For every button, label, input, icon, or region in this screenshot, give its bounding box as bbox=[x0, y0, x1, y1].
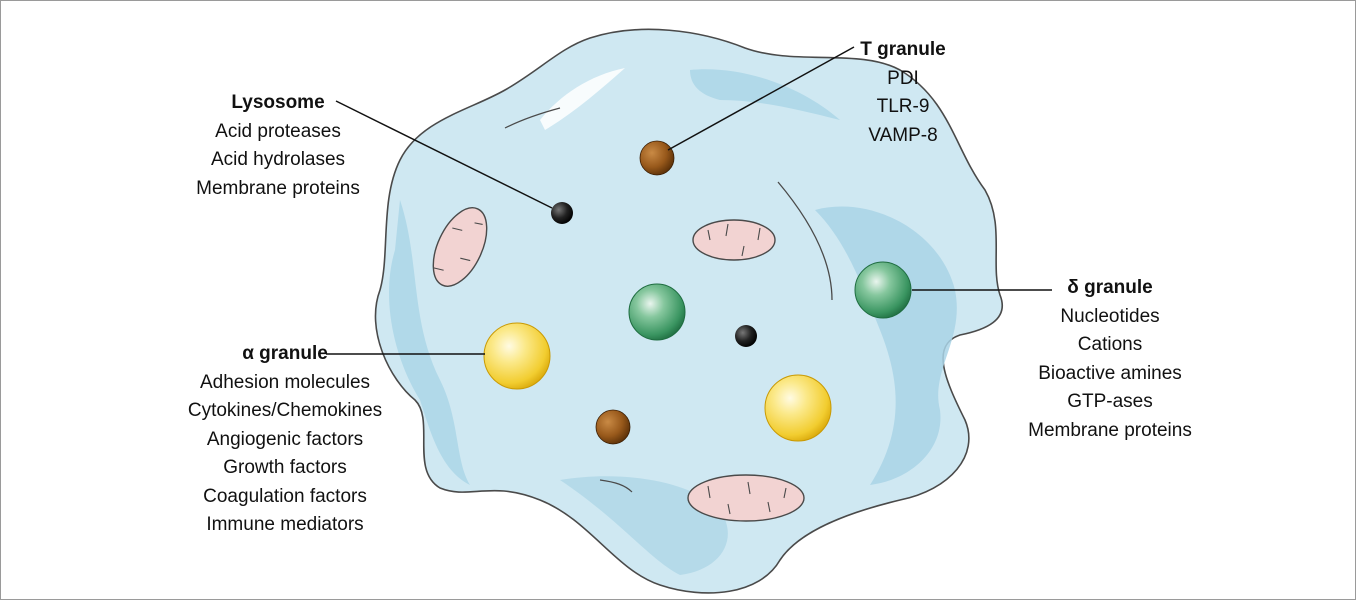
lysosome-top bbox=[551, 202, 573, 224]
delta-granule-item: GTP-ases bbox=[990, 388, 1230, 417]
alpha-granule-item: Coagulation factors bbox=[135, 483, 435, 512]
delta-granule-title: δ granule bbox=[990, 274, 1230, 303]
alpha-granule-item: Cytokines/Chemokines bbox=[135, 397, 435, 426]
alpha-granule-title: α granule bbox=[135, 340, 435, 369]
alpha-granule-right bbox=[765, 375, 831, 441]
delta-granule-item: Cations bbox=[990, 331, 1230, 360]
delta-granule-right bbox=[855, 262, 911, 318]
lysosome-item: Acid hydrolases bbox=[148, 146, 408, 175]
delta-granule-center bbox=[629, 284, 685, 340]
delta-granule-item: Membrane proteins bbox=[990, 417, 1230, 446]
alpha-granule-item: Growth factors bbox=[135, 454, 435, 483]
alpha-granule-item: Angiogenic factors bbox=[135, 426, 435, 455]
t-granule-title: T granule bbox=[793, 36, 1013, 65]
alpha-granule-item: Adhesion molecules bbox=[135, 369, 435, 398]
alpha-granule-item: Immune mediators bbox=[135, 511, 435, 540]
alpha-granule-left bbox=[484, 323, 550, 389]
t-granule-item: PDI bbox=[793, 65, 1013, 94]
delta-granule-item: Bioactive amines bbox=[990, 360, 1230, 389]
delta-granule-item: Nucleotides bbox=[990, 303, 1230, 332]
delta-granule-label: δ granule Nucleotides Cations Bioactive … bbox=[990, 274, 1230, 445]
t-granule-bottom bbox=[596, 410, 630, 444]
mitochondrion-bottom bbox=[688, 475, 804, 521]
lysosome-center bbox=[735, 325, 757, 347]
lysosome-label: Lysosome Acid proteases Acid hydrolases … bbox=[148, 89, 408, 203]
lysosome-title: Lysosome bbox=[148, 89, 408, 118]
lysosome-item: Membrane proteins bbox=[148, 175, 408, 204]
t-granule-item: VAMP-8 bbox=[793, 122, 1013, 151]
t-granule-top bbox=[640, 141, 674, 175]
lysosome-item: Acid proteases bbox=[148, 118, 408, 147]
alpha-granule-label: α granule Adhesion molecules Cytokines/C… bbox=[135, 340, 435, 540]
mitochondrion-top bbox=[693, 220, 775, 260]
t-granule-item: TLR-9 bbox=[793, 93, 1013, 122]
t-granule-label: T granule PDI TLR-9 VAMP-8 bbox=[793, 36, 1013, 150]
